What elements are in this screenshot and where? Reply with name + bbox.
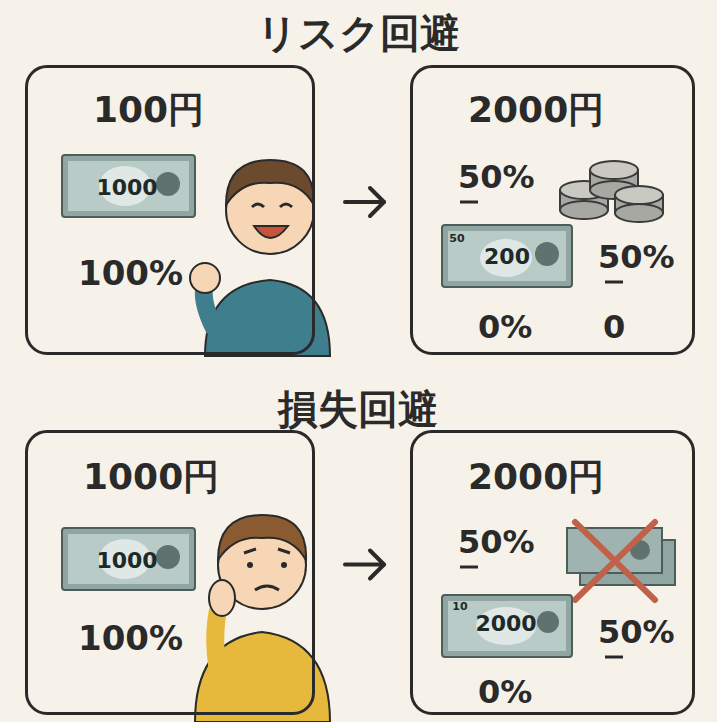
note-value: 1000 <box>0 548 277 573</box>
content-box: 100円 100% <box>25 65 315 355</box>
underline <box>605 281 623 284</box>
probability-text: 100% <box>78 618 183 658</box>
arrow-connector <box>345 188 384 216</box>
content-box: 1000円 100% <box>25 430 315 715</box>
worried-person <box>195 515 330 722</box>
probability-text: 50% <box>458 523 535 561</box>
crossed-banknote <box>567 522 675 600</box>
note-value: 2000 <box>356 611 656 636</box>
coins <box>560 161 663 222</box>
content-box: 2000円 50% 50% 0% <box>410 430 695 715</box>
amount-text: 2000円 <box>468 453 604 502</box>
amount-text: 2000円 <box>468 86 604 135</box>
underline <box>460 566 478 569</box>
probability-text: 0% <box>478 673 532 711</box>
happy-person <box>190 160 330 356</box>
probability-text: 100% <box>78 253 183 293</box>
heading: リスク回避 <box>158 6 558 61</box>
underline <box>460 201 478 204</box>
probability-text: 0 <box>603 308 625 346</box>
note-value: 10 <box>310 600 610 613</box>
heading: 損失回避 <box>208 382 508 437</box>
probability-text: 50% <box>598 613 675 651</box>
probability-text: 50% <box>598 238 675 276</box>
note-value: 200 <box>357 244 657 269</box>
amount-text: 1000円 <box>83 453 219 502</box>
note-value: 50 <box>307 232 607 245</box>
probability-text: 0% <box>478 308 532 346</box>
probability-text: 50% <box>458 158 535 196</box>
arrow-connector <box>345 551 384 579</box>
amount-text: 100円 <box>93 86 204 135</box>
content-box: 2000円 50% 50% 0% 0 <box>410 65 695 355</box>
underline <box>605 656 623 659</box>
note-value: 1000 <box>0 175 277 200</box>
